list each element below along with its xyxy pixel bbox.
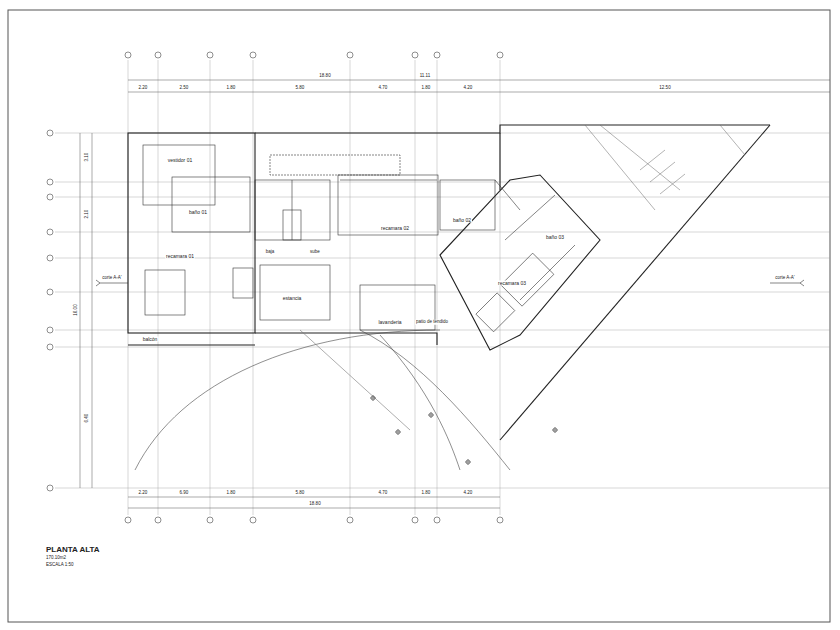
dimension-label: 5.80: [295, 491, 306, 496]
room-label: baño 03: [545, 235, 565, 240]
dimension-label: 12.50: [658, 86, 671, 91]
dimension-label: 11.11: [419, 74, 432, 79]
room-label: recamara 01: [165, 254, 195, 259]
drawing-title: PLANTA ALTA: [45, 546, 101, 554]
dimension-label: 1.80: [421, 86, 432, 91]
section-label: corte A-A': [101, 276, 122, 281]
dimension-label: 4.70: [378, 491, 389, 496]
room-label: vestidor 01: [167, 158, 193, 163]
room-label: lavanderia: [377, 320, 402, 325]
dimension-label: 6.90: [179, 491, 190, 496]
dimension-label: 6.40: [85, 413, 90, 424]
dimension-label: 4.20: [463, 86, 474, 91]
room-label: baja: [265, 250, 276, 255]
section-label: corte A-A': [774, 276, 795, 281]
dimension-label: 18.80: [308, 502, 321, 507]
dimension-label: 4.20: [463, 491, 474, 496]
dimension-label: 4.70: [378, 86, 389, 91]
dimension-label: 2.50: [179, 86, 190, 91]
dimension-label: 1.80: [226, 491, 237, 496]
dimension-label: 3.10: [85, 152, 90, 163]
room-label: patio de tendido: [415, 320, 449, 325]
dimension-label: 18.80: [318, 74, 331, 79]
room-label: baño 02: [452, 218, 472, 223]
dimension-label: 2.20: [138, 86, 149, 91]
room-label: recamara 02: [380, 226, 410, 231]
dimension-label: 2.20: [138, 491, 149, 496]
room-label: baño 01: [188, 210, 208, 215]
dimension-label: 5.80: [295, 86, 306, 91]
room-label: recamara 03: [497, 281, 527, 286]
dimension-label: 1.80: [421, 491, 432, 496]
room-label: sube: [309, 250, 321, 255]
title-note: 170.10m2: [45, 556, 67, 561]
title-note: ESCALA 1:50: [45, 563, 75, 568]
room-label: balcón: [142, 337, 159, 342]
dimension-label: 2.10: [85, 209, 90, 220]
room-label: estancia: [282, 296, 303, 301]
dimension-label: 1.80: [226, 86, 237, 91]
dimension-label: 16.00: [74, 303, 79, 316]
